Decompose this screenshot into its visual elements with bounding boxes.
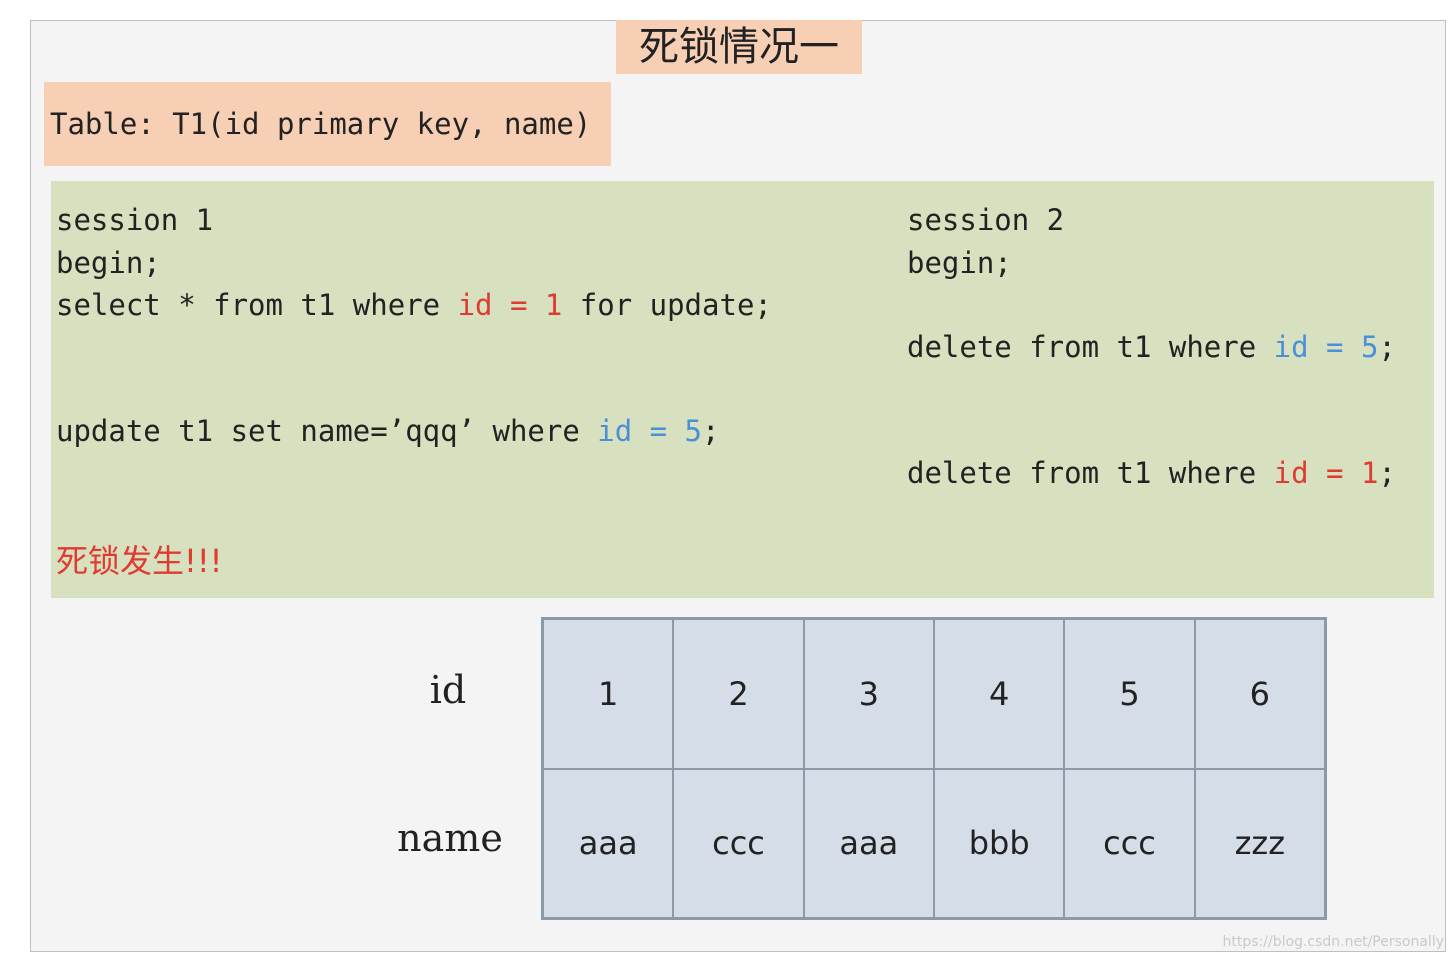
sql-text: delete from t1 where — [907, 456, 1274, 490]
id-cell: 4 — [933, 619, 1065, 769]
sql-text: delete from t1 where — [907, 330, 1274, 364]
session1-begin: begin; — [56, 246, 161, 280]
session2-delete-id5: delete from t1 where id = 5; — [907, 329, 1396, 365]
id-cell: 2 — [673, 619, 804, 769]
session1-select: select * from t1 where id = 1 for update… — [56, 287, 772, 323]
table-data-grid: 1 2 3 4 5 6 aaa ccc aaa bbb ccc zzz — [541, 617, 1327, 920]
name-cell: aaa — [543, 768, 674, 918]
session2-header: session 2 — [907, 203, 1065, 237]
id-row-label: id — [429, 668, 467, 712]
table-definition: Table: T1(id primary key, name) — [44, 82, 611, 166]
watermark-text: https://blog.csdn.net/Personally — [1222, 934, 1444, 950]
name-cell: ccc — [673, 768, 804, 918]
sql-condition-blue: id = 5 — [1273, 330, 1379, 364]
sql-condition-red: id = 1 — [457, 288, 563, 322]
id-cell: 5 — [1064, 619, 1195, 769]
session2-begin: begin; — [907, 246, 1012, 280]
sql-text: ; — [1378, 456, 1396, 490]
deadlock-warning: 死锁发生!!! — [56, 542, 223, 580]
id-cell: 3 — [803, 619, 934, 769]
name-cell: aaa — [803, 768, 934, 918]
name-row-label: name — [397, 816, 503, 860]
sql-condition-blue: id = 5 — [597, 414, 703, 448]
sql-condition-red: id = 1 — [1273, 456, 1379, 490]
session1-update: update t1 set name=’qqq’ where id = 5; — [56, 413, 719, 449]
name-cell: ccc — [1064, 768, 1195, 918]
diagram-title: 死锁情况一 — [616, 20, 862, 74]
id-cell: 1 — [543, 619, 674, 769]
sql-text: for update; — [562, 288, 772, 322]
sql-text: ; — [1378, 330, 1396, 364]
session1-header: session 1 — [56, 203, 214, 237]
name-cell: bbb — [933, 768, 1065, 918]
sql-text: ; — [702, 414, 720, 448]
sql-sessions-panel — [51, 181, 1434, 598]
sql-text: update t1 set name=’qqq’ where — [56, 414, 598, 448]
sql-text: select * from t1 where — [56, 288, 458, 322]
id-cell: 6 — [1194, 619, 1325, 769]
session2-delete-id1: delete from t1 where id = 1; — [907, 455, 1396, 491]
name-cell: zzz — [1194, 768, 1325, 918]
